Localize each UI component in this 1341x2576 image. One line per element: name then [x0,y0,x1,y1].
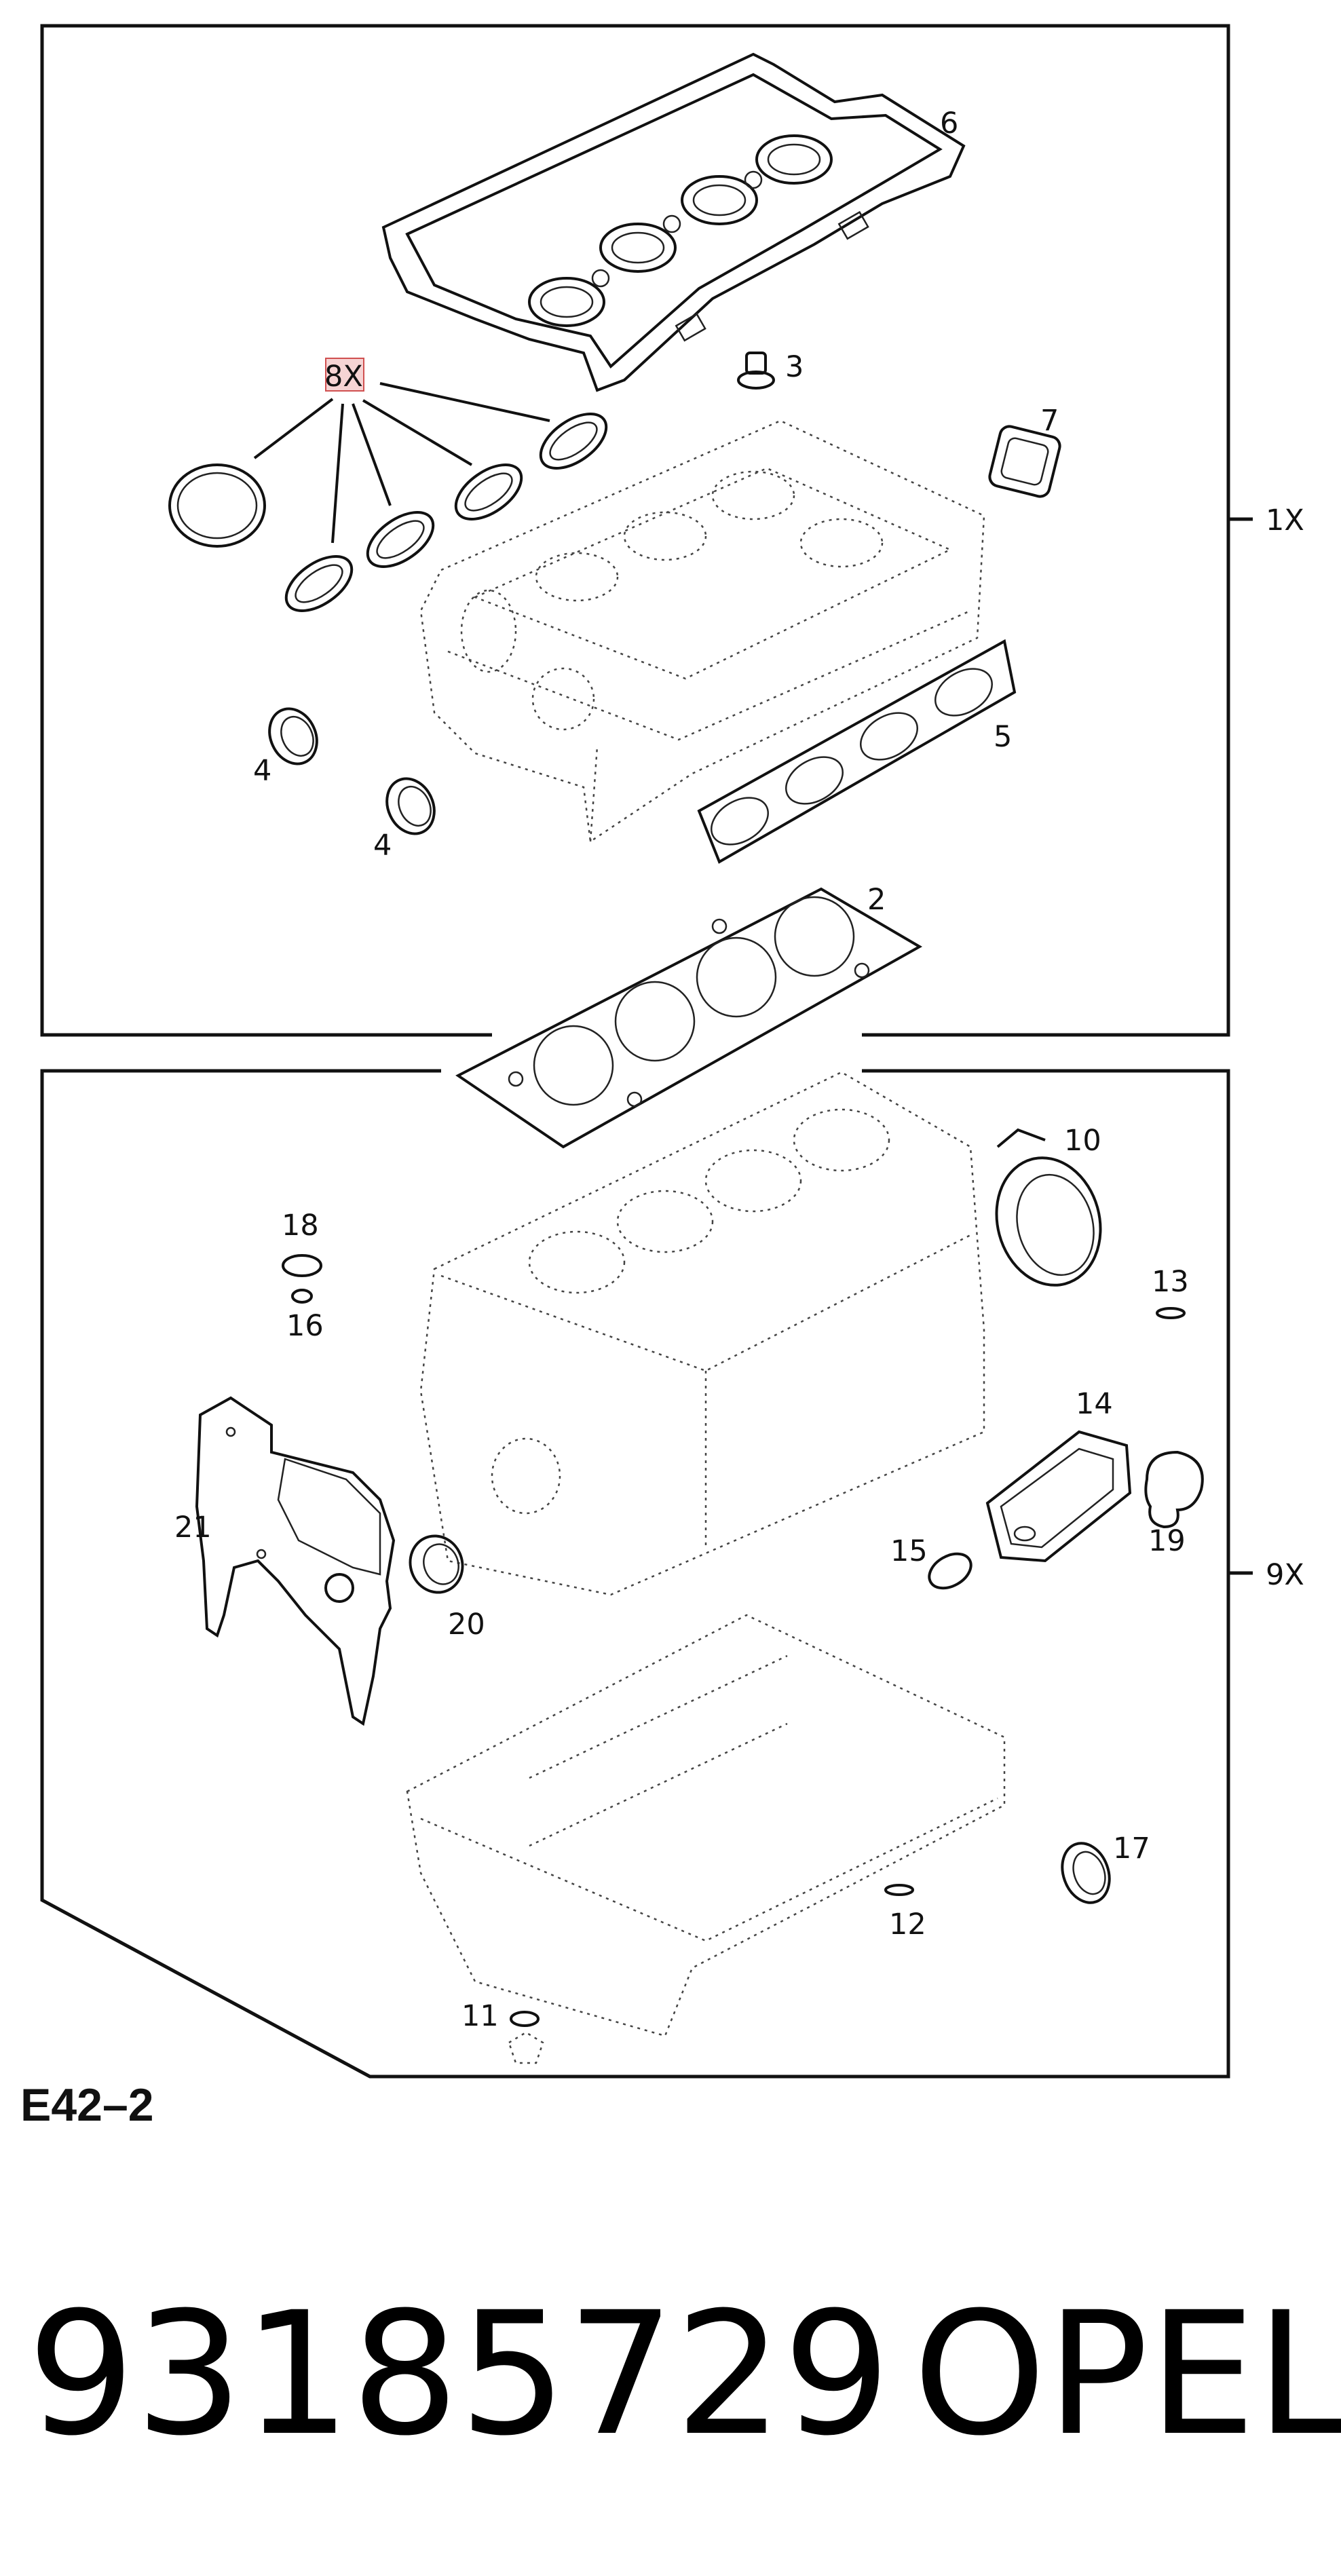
callout-20: 20 [448,1608,485,1642]
diagram-code: E42–2 [20,2079,154,2131]
engine-block-ghost [419,1071,985,1596]
callout-13: 13 [1152,1265,1189,1299]
callout-12: 12 [889,1908,926,1942]
seal-17 [1061,1842,1111,1904]
callout-2: 2 [867,883,886,917]
rear-main-seal [995,1128,1102,1287]
callout-labels: 6 3 7 5 4 4 2 10 13 18 16 14 15 19 21 20… [174,107,1189,2033]
callout-4a: 4 [253,754,271,788]
cylinder-head-ghost [419,419,985,844]
callout-10: 10 [1064,1124,1101,1158]
cylinder-head-gasket [455,887,923,1149]
callout-14: 14 [1076,1387,1113,1421]
callout-4b: 4 [373,829,392,863]
brand-name: OPEL [913,2275,1341,2473]
callout-11: 11 [461,1999,499,2033]
lower-box-frame [40,1069,1230,2079]
front-crank-seal [409,1534,464,1594]
valve-cover-gasket [381,52,966,392]
spark-plug-tube-seal [737,352,775,390]
upper-box-frame [40,24,1230,1037]
lower-box-quantity: 9X [1266,1558,1304,1592]
o-ring-18 [282,1254,322,1277]
callout-16: 16 [286,1309,324,1343]
quantity-8x-highlight [325,358,364,392]
camshaft-seal-1 [268,707,318,765]
callout-18: 18 [282,1209,319,1243]
o-ring-13 [1156,1307,1186,1319]
oil-cooler-gasket [985,1430,1132,1563]
small-square-gasket [988,425,1061,498]
oil-pan-ghost [406,1614,1006,2037]
camshaft-seal-2 [385,777,436,835]
timing-cover-gasket [195,1396,396,1726]
quantity-8x: 8X [324,360,363,394]
callout-15: 15 [890,1534,928,1568]
part-number: 93185729 [27,2275,890,2473]
seal-15 [928,1552,972,1590]
seal-leader-lines [253,382,550,544]
seal-set-8x [168,413,608,612]
callout-19: 19 [1148,1524,1186,1558]
drain-plug-washer [508,2011,544,2064]
callout-7: 7 [1040,404,1059,438]
callout-3: 3 [785,350,804,384]
exhaust-manifold-gasket [697,639,1017,864]
callout-17: 17 [1113,1832,1150,1865]
o-ring-12 [884,1884,914,1896]
callout-5: 5 [994,720,1012,754]
o-ring-16 [291,1289,313,1304]
upper-box-quantity: 1X [1266,504,1304,537]
callout-21: 21 [174,1511,212,1545]
callout-6: 6 [940,107,958,140]
gasket-19 [1144,1450,1204,1529]
